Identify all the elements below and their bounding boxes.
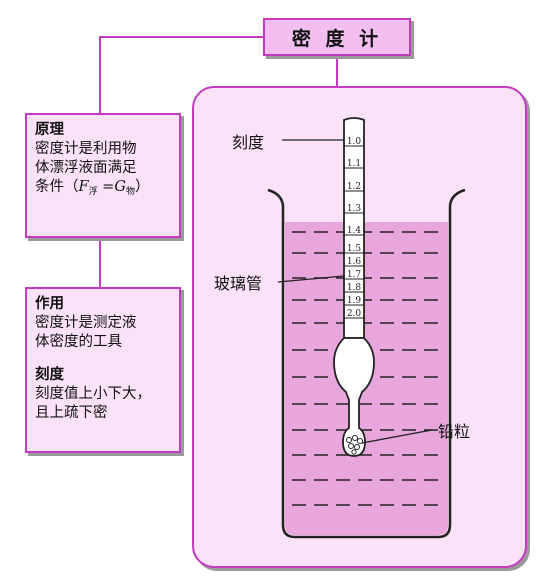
function-heading: 作用 bbox=[35, 296, 64, 312]
principle-line-2: 体漂浮液面满足 bbox=[35, 160, 137, 176]
condition-prefix: 条件（ bbox=[35, 179, 79, 195]
title-text: 密 度 计 bbox=[291, 27, 383, 50]
formula-eq: = bbox=[97, 179, 115, 195]
scale-ticks: 1.0 1.1 1.2 1.3 1.4 1.5 1.6 1.7 1.8 1.9 2.0 bbox=[344, 137, 364, 319]
principle-box: 原理 密度计是利用物 体漂浮液面满足 条件（F浮 =G物） bbox=[25, 113, 181, 238]
scale-tick-label: 1.8 bbox=[347, 283, 362, 293]
lead-pellets bbox=[346, 435, 363, 455]
scale-tick-label: 1.0 bbox=[347, 137, 362, 147]
condition-suffix: ） bbox=[134, 179, 150, 195]
scale-heading: 刻度 bbox=[35, 367, 64, 383]
scale-tick-label: 2.0 bbox=[347, 309, 362, 319]
formula-F-sub: 浮 bbox=[88, 187, 98, 197]
label-lead-pellets: 铅粒 bbox=[438, 422, 471, 441]
function-line-2: 体密度的工具 bbox=[35, 334, 122, 350]
principle-condition: 条件（F浮 =G物） bbox=[35, 178, 171, 202]
scale-tick-label: 1.9 bbox=[347, 296, 362, 306]
leader-tube bbox=[277, 275, 345, 283]
principle-line-1: 密度计是利用物 bbox=[35, 141, 137, 157]
label-glass-tube: 玻璃管 bbox=[214, 274, 263, 293]
function-box: 作用 密度计是测定液 体密度的工具 刻度 刻度值上小下大， 且上疏下密 bbox=[25, 287, 181, 453]
connector-title-principle bbox=[99, 36, 263, 113]
scale-tick-label: 1.3 bbox=[347, 204, 362, 214]
scale-tick-label: 1.4 bbox=[347, 226, 362, 236]
scale-line-1: 刻度值上小下大， bbox=[35, 386, 151, 402]
beaker bbox=[267, 188, 466, 539]
scale-tick-label: 1.2 bbox=[347, 182, 361, 192]
leader-lead bbox=[361, 429, 433, 444]
glass-tube bbox=[343, 117, 365, 339]
title-box: 密 度 计 bbox=[263, 18, 411, 56]
hydrometer-bulb bbox=[333, 337, 375, 457]
function-line-1: 密度计是测定液 bbox=[35, 315, 137, 331]
formula-F: F bbox=[78, 179, 89, 195]
formula-G: G bbox=[114, 179, 126, 195]
principle-heading: 原理 bbox=[35, 122, 64, 138]
scale-tick-label: 1.1 bbox=[347, 159, 361, 169]
scale-line-2: 且上疏下密 bbox=[35, 405, 108, 421]
scale-tick-label: 1.5 bbox=[347, 244, 362, 254]
formula-G-sub: 物 bbox=[125, 187, 135, 197]
scale-tick-label: 1.6 bbox=[347, 257, 362, 267]
scale-tick-label: 1.7 bbox=[347, 270, 362, 280]
label-scale: 刻度 bbox=[232, 133, 265, 152]
